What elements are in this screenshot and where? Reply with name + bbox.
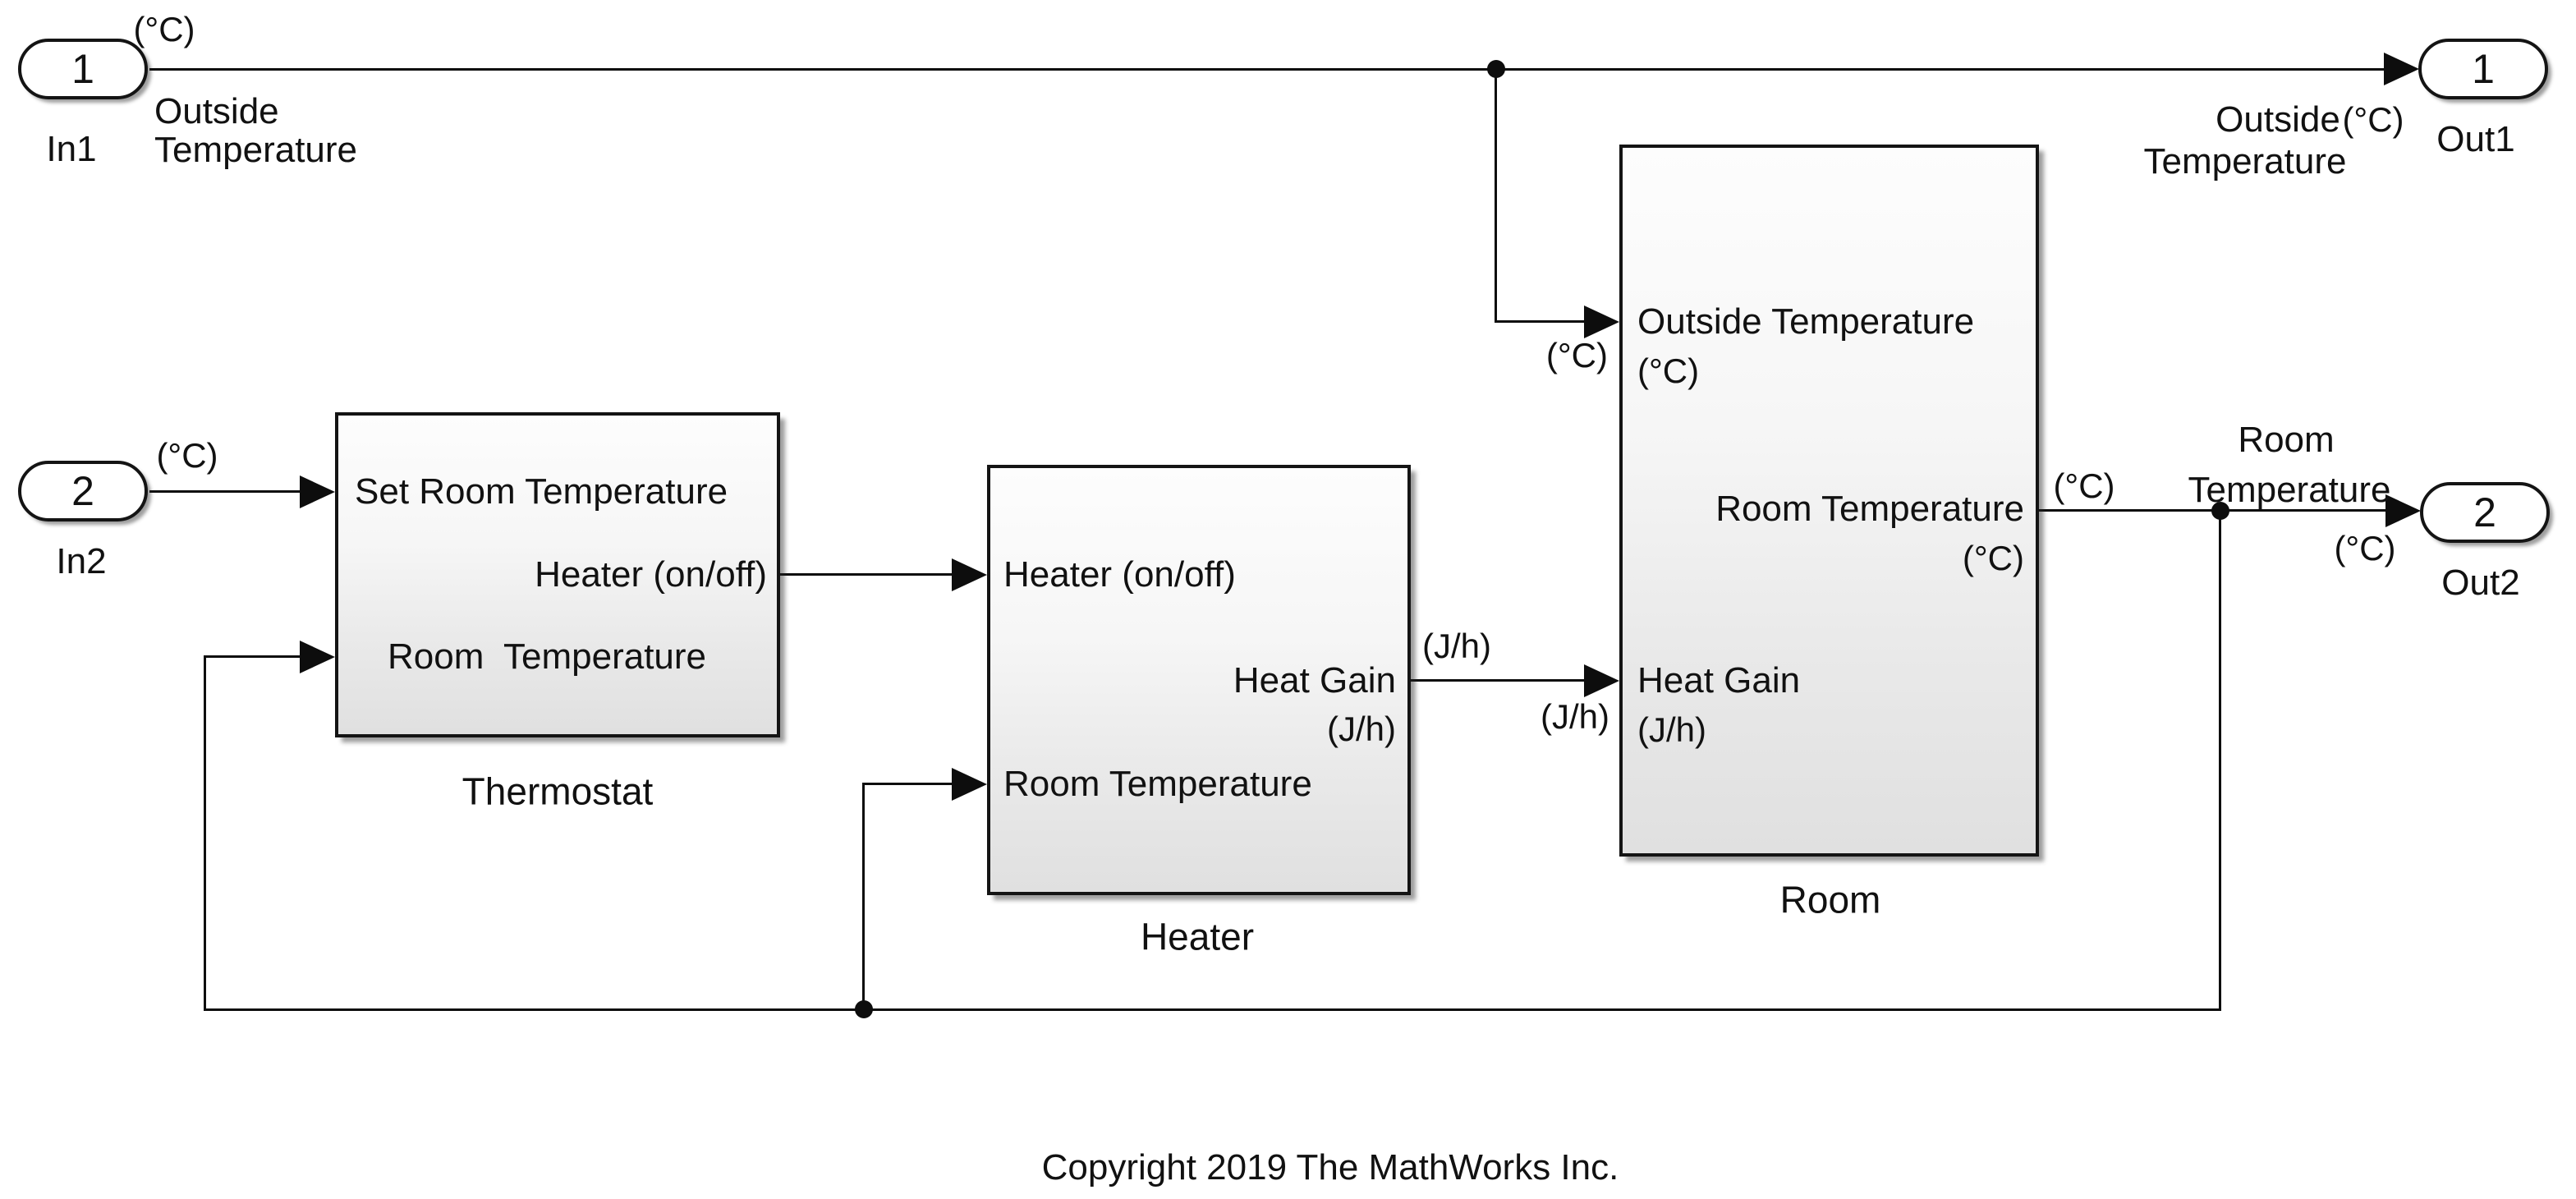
- wire-feedback-bottom[interactable]: [204, 1008, 2221, 1011]
- arrowhead-out2: [2385, 494, 2421, 527]
- signal-label-in1-outside[interactable]: Outside: [154, 90, 279, 131]
- arrowhead-out1: [2384, 53, 2419, 85]
- unit-label-in2-celsius: (°C): [156, 435, 218, 475]
- signal-label-out1-outside[interactable]: Outside: [2216, 99, 2340, 140]
- outport-out2-number: 2: [2473, 489, 2496, 535]
- unit-label-room-temperature-celsius: (°C): [2053, 466, 2115, 505]
- wire-in2-to-thermostat[interactable]: [149, 490, 302, 493]
- signal-label-in1-temperature[interactable]: Temperature: [154, 129, 358, 170]
- arrowhead-heater-on-off: [952, 558, 987, 591]
- block-heater-name[interactable]: Heater: [1140, 915, 1255, 958]
- outport-out1[interactable]: 1: [2418, 39, 2548, 99]
- wire-outside-temperature-to-out1[interactable]: [149, 68, 2387, 71]
- inport-in2[interactable]: 2: [18, 461, 148, 521]
- inport-in1-number: 1: [71, 46, 94, 92]
- arrowhead-room-outside-temperature: [1584, 305, 1619, 338]
- unit-label-room-outside-celsius: (°C): [1545, 335, 1608, 374]
- heater-port-heat-gain: Heat Gain: [1233, 659, 1396, 701]
- wire-feedback-right-vertical[interactable]: [2219, 509, 2221, 1011]
- arrowhead-thermostat-room-temperature: [300, 641, 335, 673]
- wire-heater-to-room-heat-gain[interactable]: [1411, 679, 1586, 682]
- inport-in1[interactable]: 1: [18, 39, 148, 99]
- inport-in2-number: 2: [71, 468, 94, 514]
- outport-out2-label[interactable]: Out2: [2441, 562, 2520, 603]
- room-port-room-temperature: Room Temperature: [1715, 488, 2024, 529]
- copyright-annotation: Copyright 2019 The MathWorks Inc.: [1041, 1146, 1619, 1188]
- arrowhead-room-heat-gain: [1584, 664, 1619, 697]
- room-port-heat-gain-unit: (J/h): [1637, 710, 1706, 749]
- wire-branch-to-room-outside-vertical[interactable]: [1495, 68, 1497, 323]
- unit-label-room-heat-gain-jh: (J/h): [1541, 696, 1609, 736]
- thermostat-port-set-room-temperature: Set Room Temperature: [355, 471, 728, 512]
- room-port-outside-temperature: Outside Temperature: [1637, 301, 1975, 342]
- signal-label-out2-temperature[interactable]: Temperature: [2188, 469, 2391, 510]
- outport-out1-label[interactable]: Out1: [2436, 118, 2515, 159]
- block-room[interactable]: [1619, 145, 2039, 857]
- arrowhead-thermostat-set-room-temperature: [300, 475, 335, 508]
- room-port-heat-gain: Heat Gain: [1637, 659, 1801, 701]
- unit-label-in1-celsius: (°C): [133, 9, 195, 48]
- wire-feedback-middle-vertical[interactable]: [862, 783, 865, 1011]
- thermostat-port-heater-on-off: Heater (on/off): [535, 554, 767, 595]
- unit-label-heater-heat-gain-jh: (J/h): [1422, 626, 1491, 665]
- wire-branch-to-room-outside-horizontal[interactable]: [1495, 320, 1588, 323]
- wire-feedback-to-heater[interactable]: [862, 783, 954, 785]
- heater-port-room-temperature: Room Temperature: [1003, 763, 1312, 804]
- wire-thermostat-to-heater[interactable]: [780, 573, 954, 576]
- block-heater[interactable]: [987, 465, 1411, 895]
- wire-feedback-to-thermostat[interactable]: [204, 655, 302, 658]
- room-port-room-temperature-unit: (°C): [1962, 538, 2024, 577]
- outport-out1-number: 1: [2472, 46, 2495, 92]
- block-thermostat-name[interactable]: Thermostat: [461, 769, 654, 813]
- room-port-outside-temperature-unit: (°C): [1637, 351, 1700, 390]
- block-room-name[interactable]: Room: [1779, 878, 1881, 921]
- signal-label-out1-temperature[interactable]: Temperature: [2143, 140, 2347, 181]
- signal-label-out2-room[interactable]: Room: [2238, 419, 2335, 460]
- unit-label-out1-celsius: (°C): [2342, 99, 2404, 139]
- heater-port-heat-gain-unit: (J/h): [1327, 709, 1396, 748]
- inport-in1-label[interactable]: In1: [46, 128, 97, 169]
- outport-out2[interactable]: 2: [2420, 482, 2550, 543]
- thermostat-port-room-temperature: Room Temperature: [388, 636, 707, 677]
- heater-port-heater-on-off: Heater (on/off): [1003, 554, 1236, 595]
- inport-in2-label[interactable]: In2: [56, 540, 107, 581]
- wire-feedback-left-vertical[interactable]: [204, 655, 206, 1011]
- block-thermostat[interactable]: [335, 412, 780, 737]
- unit-label-out2-celsius: (°C): [2334, 528, 2396, 567]
- arrowhead-heater-room-temperature: [952, 768, 987, 801]
